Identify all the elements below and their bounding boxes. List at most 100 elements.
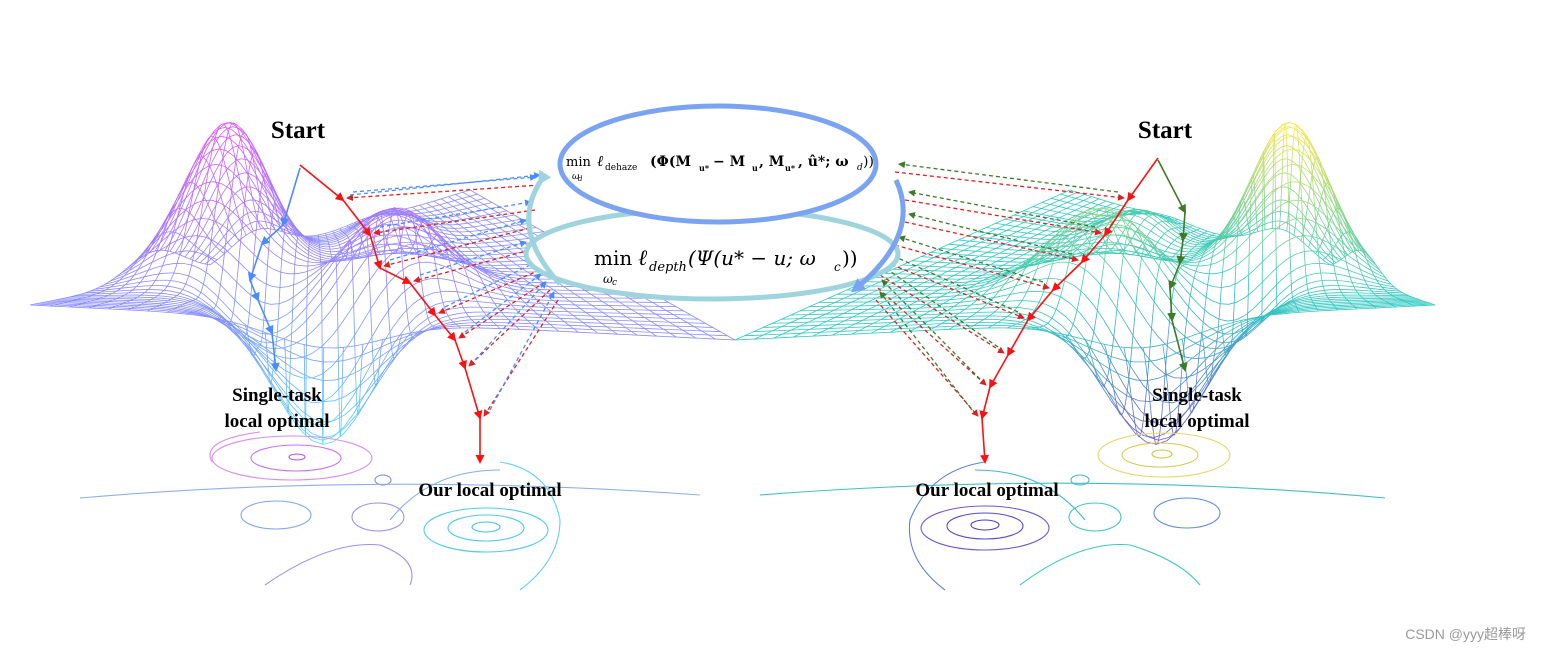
mesh-line [272, 223, 278, 227]
mesh-line [288, 217, 296, 228]
mesh-line [254, 276, 264, 284]
mesh-line [151, 282, 155, 286]
mesh-line [335, 238, 342, 242]
mesh-line [879, 326, 884, 330]
mesh-line [350, 324, 362, 341]
mesh-line [168, 228, 177, 236]
mesh-line [501, 237, 506, 241]
mesh-line [152, 250, 157, 252]
mesh-line [470, 225, 475, 228]
mesh-line [514, 280, 518, 284]
mesh-line [374, 246, 382, 250]
mesh-line [472, 205, 478, 208]
mesh-line [965, 246, 971, 250]
mesh-line [991, 261, 996, 265]
mesh-line [313, 250, 321, 255]
mesh-line [219, 249, 223, 253]
mesh-line [941, 293, 947, 297]
mesh-line [470, 196, 476, 200]
mesh-line [499, 262, 503, 265]
mesh-line [185, 277, 189, 283]
mesh-line [542, 304, 546, 307]
mesh-line [998, 244, 1004, 248]
mesh-line [740, 334, 747, 338]
mesh-line [194, 260, 199, 263]
mesh-line [457, 216, 462, 220]
mesh-line [397, 209, 403, 212]
mesh-line [462, 264, 466, 270]
mesh-line [350, 247, 353, 255]
mesh-line [420, 280, 424, 291]
mesh-line [291, 235, 300, 245]
mesh-line [233, 200, 237, 209]
mesh-line [278, 290, 281, 301]
mesh-line [175, 200, 184, 211]
mesh-line [504, 216, 510, 220]
mesh-line [463, 226, 470, 229]
mesh-line [1007, 221, 1013, 225]
mesh-line [504, 239, 512, 242]
mesh-line [461, 190, 466, 194]
mesh-line [346, 226, 353, 230]
mesh-line [457, 209, 463, 212]
mesh-line [264, 183, 267, 191]
mesh-line [313, 244, 320, 249]
mesh-line [448, 307, 460, 310]
mesh-line [266, 265, 268, 277]
mesh-line [174, 263, 178, 270]
mesh-line [191, 264, 201, 270]
mesh-line [182, 289, 193, 294]
mesh-line [1042, 210, 1049, 214]
mesh-line [441, 327, 454, 330]
mesh-line [261, 182, 263, 188]
mesh-line [266, 179, 275, 195]
mesh-line [473, 219, 478, 222]
mesh-line [213, 306, 216, 309]
mesh-line [250, 221, 256, 224]
mesh-line [629, 334, 642, 336]
mesh-line [284, 232, 292, 242]
mesh-line [332, 247, 339, 250]
mesh-line [127, 307, 139, 310]
mesh-line [505, 298, 509, 302]
mesh-line [471, 203, 476, 207]
mesh-line [513, 214, 519, 218]
mesh-line [29, 304, 42, 306]
mesh-line [422, 217, 428, 219]
mesh-line [167, 293, 177, 296]
mesh-line [318, 237, 324, 239]
mesh-line [135, 256, 145, 264]
mesh-line [409, 211, 413, 214]
mesh-line [130, 306, 143, 308]
mesh-line [181, 217, 189, 231]
mesh-line [361, 217, 367, 221]
mesh-line [558, 330, 571, 333]
mesh-line [913, 270, 919, 274]
mesh-line [516, 280, 526, 283]
mesh-line [330, 240, 337, 244]
mesh-line [370, 230, 373, 235]
mesh-line [426, 202, 431, 206]
mesh-line [124, 263, 134, 271]
mesh-line [431, 240, 434, 245]
mesh-line [426, 313, 429, 319]
mesh-line [451, 242, 459, 244]
mesh-line [391, 351, 394, 357]
mesh-line [247, 313, 250, 323]
mesh-line [168, 199, 177, 214]
mesh-line [384, 250, 387, 265]
mesh-line [476, 221, 481, 225]
mesh-line [233, 299, 236, 309]
mesh-line [354, 222, 361, 227]
mesh-line [88, 307, 101, 309]
mesh-line [249, 184, 252, 193]
mesh-line [209, 247, 215, 254]
mesh-line [267, 178, 274, 190]
mesh-line [157, 299, 169, 302]
mesh-line [540, 292, 550, 294]
mesh-line [254, 232, 257, 244]
mesh-line [235, 207, 239, 215]
mesh-line [539, 306, 550, 308]
mesh-line [440, 293, 443, 301]
mesh-line [313, 240, 320, 243]
